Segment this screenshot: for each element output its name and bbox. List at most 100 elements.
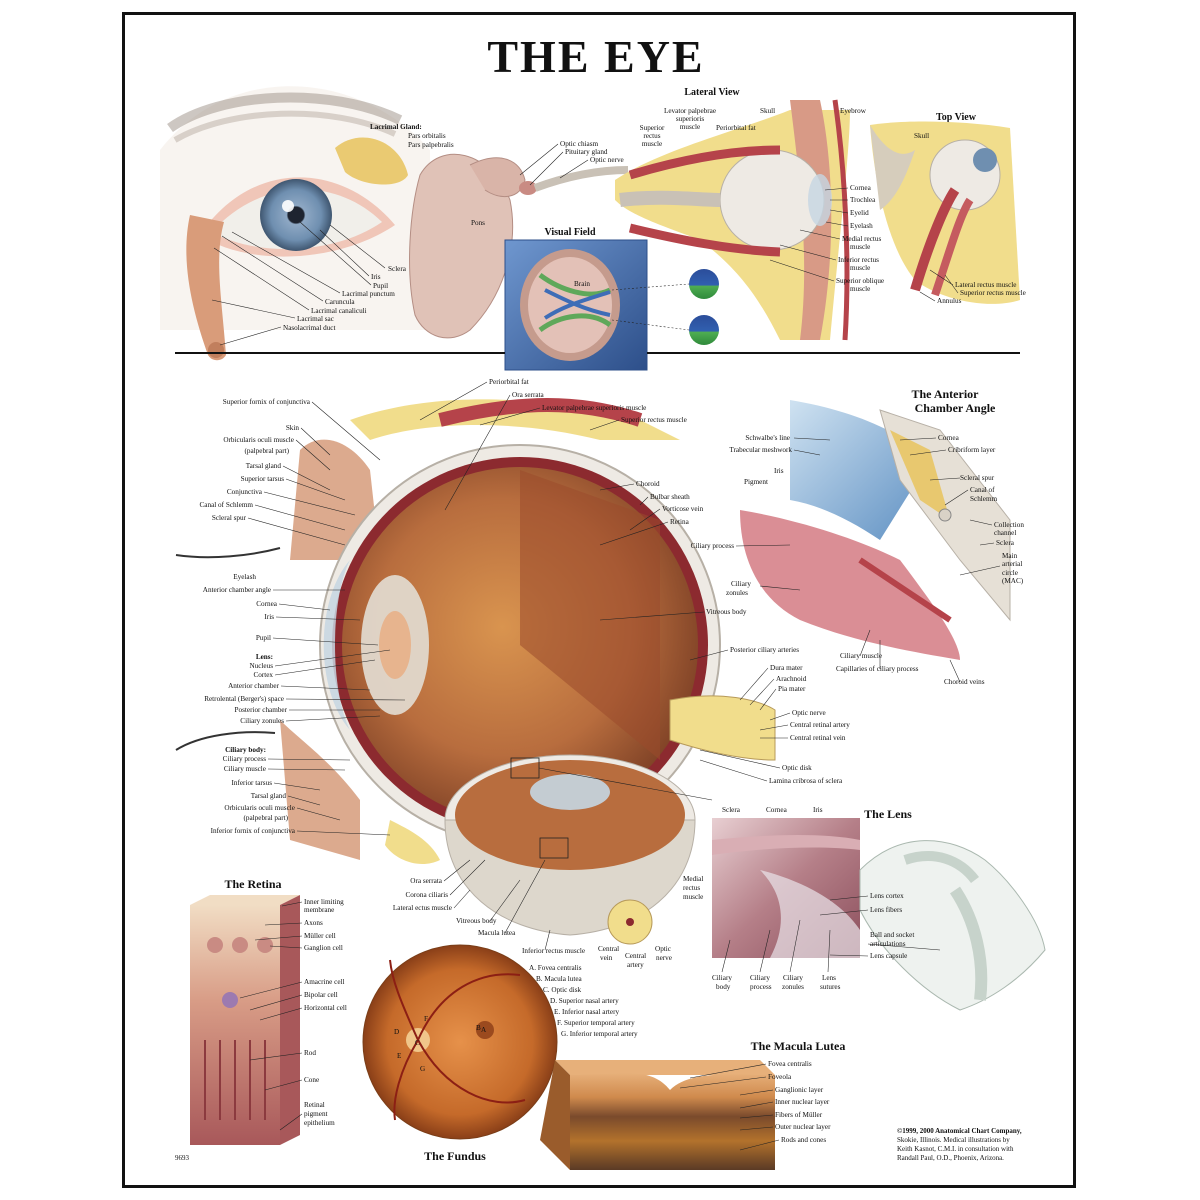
svg-text:muscle: muscle — [680, 123, 700, 131]
svg-text:Fovea centralis: Fovea centralis — [768, 1060, 812, 1068]
svg-text:Ora serrata: Ora serrata — [410, 877, 443, 885]
svg-text:Ganglion cell: Ganglion cell — [304, 944, 343, 952]
svg-text:Anterior chamber angle: Anterior chamber angle — [203, 586, 271, 594]
main-section-labels-top: Periorbital fat Ora serrata Levator palp… — [419, 378, 687, 511]
svg-text:Pars orbitalis: Pars orbitalis — [408, 132, 446, 140]
svg-text:Horizontal cell: Horizontal cell — [304, 1004, 347, 1012]
svg-text:©1999, 2000 Anatomical Chart C: ©1999, 2000 Anatomical Chart Company, — [897, 1127, 1022, 1135]
svg-text:epithelium: epithelium — [304, 1119, 335, 1127]
svg-text:Lens cortex: Lens cortex — [870, 892, 904, 900]
svg-text:Pupil: Pupil — [373, 282, 388, 290]
svg-text:Optic: Optic — [655, 945, 671, 953]
svg-text:Annulus: Annulus — [937, 297, 962, 305]
svg-text:Lamina cribrosa of sclera: Lamina cribrosa of sclera — [769, 777, 843, 785]
main-sagittal-section — [175, 398, 776, 865]
svg-text:Lacrimal sac: Lacrimal sac — [297, 315, 334, 323]
svg-text:Cornea: Cornea — [766, 806, 788, 814]
svg-text:superioris: superioris — [676, 115, 705, 123]
catalog-number: 9693 — [175, 1154, 190, 1162]
svg-text:(palpebral part): (palpebral part) — [244, 814, 289, 822]
svg-text:muscle: muscle — [850, 243, 870, 251]
svg-text:Inferior fornix of conjunctiva: Inferior fornix of conjunctiva — [211, 827, 296, 835]
svg-text:Choroid veins: Choroid veins — [944, 678, 985, 686]
visual-field-panel: Visual Field Brain — [504, 227, 719, 371]
svg-text:Lens capsule: Lens capsule — [870, 952, 907, 960]
svg-text:Ciliary process: Ciliary process — [691, 542, 735, 550]
svg-text:Nasolacrimal duct: Nasolacrimal duct — [283, 324, 336, 332]
svg-text:Superior tarsus: Superior tarsus — [241, 475, 285, 483]
svg-text:Cribriform layer: Cribriform layer — [948, 446, 996, 454]
svg-text:Lateral ectus muscle: Lateral ectus muscle — [393, 904, 452, 912]
svg-text:Vorticose vein: Vorticose vein — [662, 505, 704, 513]
svg-text:zonules: zonules — [782, 983, 804, 991]
svg-text:A: A — [481, 1026, 487, 1034]
svg-text:Vitreous body: Vitreous body — [706, 608, 747, 616]
svg-text:Eyelid: Eyelid — [850, 209, 869, 217]
svg-text:C. Optic disk: C. Optic disk — [543, 986, 582, 994]
svg-text:The Macula Lutea: The Macula Lutea — [751, 1039, 846, 1053]
svg-text:Posterior ciliary arteries: Posterior ciliary arteries — [730, 646, 799, 654]
svg-text:C: C — [415, 1039, 420, 1047]
svg-text:Pons: Pons — [471, 219, 485, 227]
svg-text:Anterior chamber: Anterior chamber — [228, 682, 279, 690]
svg-text:Keith Kasnot, C.M.I. in consul: Keith Kasnot, C.M.I. in consultation wit… — [897, 1145, 1014, 1153]
svg-text:Chamber Angle: Chamber Angle — [915, 401, 996, 415]
svg-text:Skin: Skin — [286, 424, 300, 432]
svg-text:Superior oblique: Superior oblique — [836, 277, 884, 285]
svg-text:Superior rectus muscle: Superior rectus muscle — [621, 416, 687, 424]
poster-title: THE EYE — [487, 31, 704, 82]
svg-text:Orbicularis oculi muscle: Orbicularis oculi muscle — [223, 436, 294, 444]
svg-text:Superior rectus muscle: Superior rectus muscle — [960, 289, 1026, 297]
svg-text:Lacrimal Gland:: Lacrimal Gland: — [370, 123, 422, 131]
svg-text:Lateral View: Lateral View — [684, 87, 740, 98]
svg-text:circle: circle — [1002, 569, 1018, 577]
svg-text:artery: artery — [627, 961, 644, 969]
svg-text:Optic chiasm: Optic chiasm — [560, 140, 599, 148]
svg-text:Arachnoid: Arachnoid — [776, 675, 807, 683]
svg-text:muscle: muscle — [683, 893, 703, 901]
svg-text:Amacrine cell: Amacrine cell — [304, 978, 345, 986]
svg-text:(palpebral part): (palpebral part) — [245, 447, 290, 455]
svg-text:Lens fibers: Lens fibers — [870, 906, 902, 914]
svg-text:Choroid: Choroid — [636, 480, 660, 488]
svg-text:Canal of: Canal of — [970, 486, 995, 494]
svg-text:Central: Central — [625, 952, 646, 960]
svg-text:Levator palpebrae: Levator palpebrae — [664, 107, 716, 115]
svg-text:Optic disk: Optic disk — [782, 764, 812, 772]
svg-text:muscle: muscle — [850, 264, 870, 272]
svg-text:Schlemm: Schlemm — [970, 495, 998, 503]
svg-text:Trochlea: Trochlea — [850, 196, 876, 204]
svg-text:D: D — [394, 1028, 399, 1036]
svg-text:Pituitary gland: Pituitary gland — [565, 148, 608, 156]
svg-text:Lens: Lens — [822, 974, 836, 982]
svg-text:Scleral spur: Scleral spur — [212, 514, 247, 522]
svg-text:Lacrimal punctum: Lacrimal punctum — [342, 290, 395, 298]
svg-text:Inferior rectus muscle: Inferior rectus muscle — [522, 947, 585, 955]
svg-text:Inner nuclear layer: Inner nuclear layer — [775, 1098, 830, 1106]
svg-text:muscle: muscle — [850, 285, 870, 293]
svg-text:Periorbital fat: Periorbital fat — [489, 378, 529, 386]
svg-text:Medial rectus: Medial rectus — [842, 235, 882, 243]
svg-text:Levator palpebrae superioris m: Levator palpebrae superioris muscle — [542, 404, 646, 412]
top-view-panel: Top View Skull Lateral rectus muscle Sup… — [870, 112, 1026, 305]
lens-panel: The Lens Sclera Cornea Iris Lens cortex … — [712, 806, 1046, 1011]
svg-text:Bulbar sheath: Bulbar sheath — [650, 493, 690, 501]
svg-text:Optic nerve: Optic nerve — [792, 709, 826, 717]
external-eye-labels: Lacrimal Gland: Pars orbitalis Pars palp… — [211, 123, 454, 346]
svg-text:Posterior chamber: Posterior chamber — [235, 706, 288, 714]
svg-text:rectus: rectus — [643, 132, 660, 140]
external-eye-illustration — [160, 86, 430, 361]
svg-text:Conjunctiva: Conjunctiva — [227, 488, 263, 496]
svg-text:D. Superior nasal artery: D. Superior nasal artery — [550, 997, 619, 1005]
svg-text:Retrolental (Berger's) space: Retrolental (Berger's) space — [204, 695, 284, 703]
svg-text:Ciliary: Ciliary — [750, 974, 770, 982]
svg-text:Retina: Retina — [670, 518, 690, 526]
svg-text:The Retina: The Retina — [225, 877, 282, 891]
svg-text:Periorbital fat: Periorbital fat — [716, 124, 756, 132]
svg-text:Schwalbe's line: Schwalbe's line — [745, 434, 790, 442]
main-section-labels-right: Choroid Bulbar sheath Vorticose vein Ret… — [599, 480, 850, 785]
svg-text:Medial: Medial — [683, 875, 703, 883]
svg-text:Corona ciliaris: Corona ciliaris — [405, 891, 448, 899]
svg-text:F. Superior temporal artery: F. Superior temporal artery — [557, 1019, 635, 1027]
